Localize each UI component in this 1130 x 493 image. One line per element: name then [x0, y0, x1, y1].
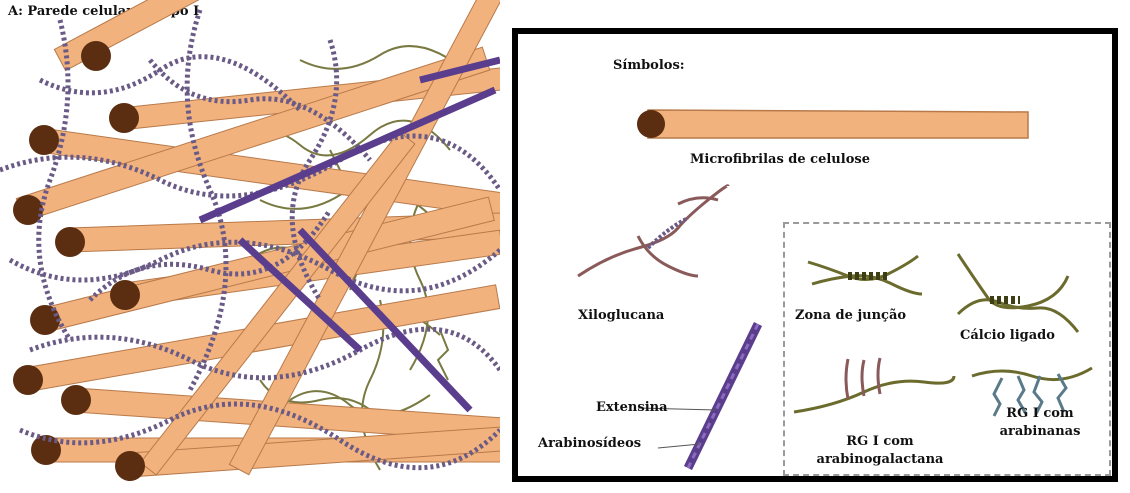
xyloglucan-symbol: [578, 186, 728, 276]
cellulose-symbol: [637, 110, 1028, 138]
rg1-arabinogalactan-label-line1: RG I com: [825, 434, 935, 449]
extensin-label: Extensina: [596, 400, 668, 415]
cell-wall-illustration: A: Parede celular do tipo I: [0, 0, 500, 493]
xyloglucan-label: Xiloglucana: [578, 308, 664, 323]
arabinosides-label: Arabinosídeos: [538, 436, 641, 451]
junction-zone-label: Zona de junção: [795, 308, 906, 323]
rg1-arabinan-label-line1: RG I com: [985, 406, 1095, 421]
rg1-arabinogalactan-label-line2: arabinogalactana: [805, 452, 955, 467]
rg1-arabinan-label-line2: arabinanas: [985, 424, 1095, 439]
calcium-label: Cálcio ligado: [960, 328, 1055, 343]
cell-wall-drawing: [0, 0, 500, 493]
pectin-legend-box: Zona de junção Cálcio ligado RG I com ar…: [783, 222, 1111, 476]
extensin-symbol: [638, 324, 758, 468]
cellulose-label: Microfibrilas de celulose: [690, 152, 870, 167]
symbols-legend: Símbolos:: [512, 28, 1118, 482]
